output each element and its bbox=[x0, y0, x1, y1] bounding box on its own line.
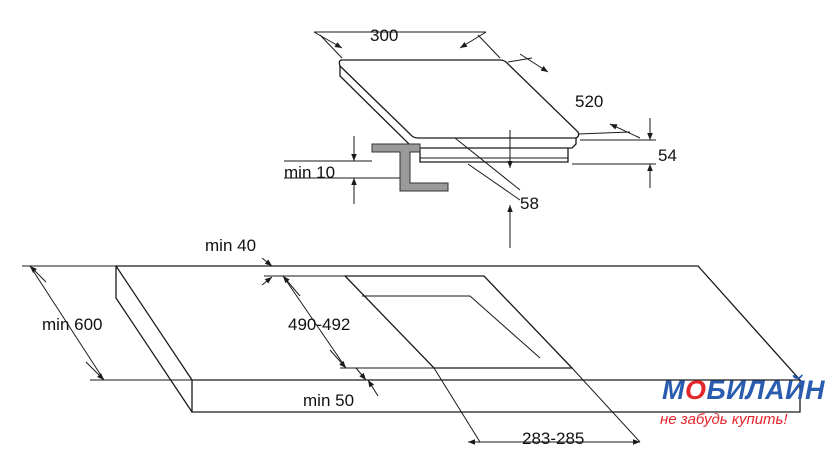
dim-depth: 520 bbox=[575, 92, 603, 111]
dim-worktop-depth: min 600 bbox=[42, 315, 102, 334]
worktop-top-face bbox=[114, 265, 802, 381]
hob-side-edge bbox=[339, 66, 577, 149]
brand-name-rest: БИЛАЙН bbox=[706, 375, 826, 405]
brand-name: МОБИЛАЙН bbox=[662, 375, 825, 406]
brand-letter-o: О bbox=[685, 375, 707, 405]
brand-logo: МОБИЛАЙН не забудь купить! bbox=[660, 375, 835, 437]
worktop-drawing: min 40 min 600 490-492 min 50 283-285 bbox=[22, 236, 802, 448]
mounting-bracket bbox=[371, 143, 449, 192]
worktop-front-face bbox=[191, 380, 801, 413]
dim-bracket-gap: min 10 bbox=[284, 163, 335, 182]
hob-top-surface bbox=[338, 59, 580, 139]
hob-body bbox=[419, 148, 569, 163]
brand-letter-m: М bbox=[662, 375, 685, 405]
dim-front-margin: min 50 bbox=[303, 391, 354, 410]
worktop-side-face bbox=[115, 266, 193, 413]
dim-back-margin: min 40 bbox=[205, 236, 256, 255]
dim-height: 54 bbox=[658, 146, 677, 165]
dim-below-height: 58 bbox=[520, 194, 539, 213]
dim-cutout-width: 283-285 bbox=[522, 429, 584, 448]
brand-slogan: не забудь купить! bbox=[660, 411, 788, 428]
dim-width: 300 bbox=[370, 26, 398, 45]
hob-drawing: 300 520 54 min 10 58 bbox=[284, 26, 677, 248]
cutout bbox=[343, 275, 574, 369]
dim-cutout-depth: 490-492 bbox=[288, 315, 350, 334]
